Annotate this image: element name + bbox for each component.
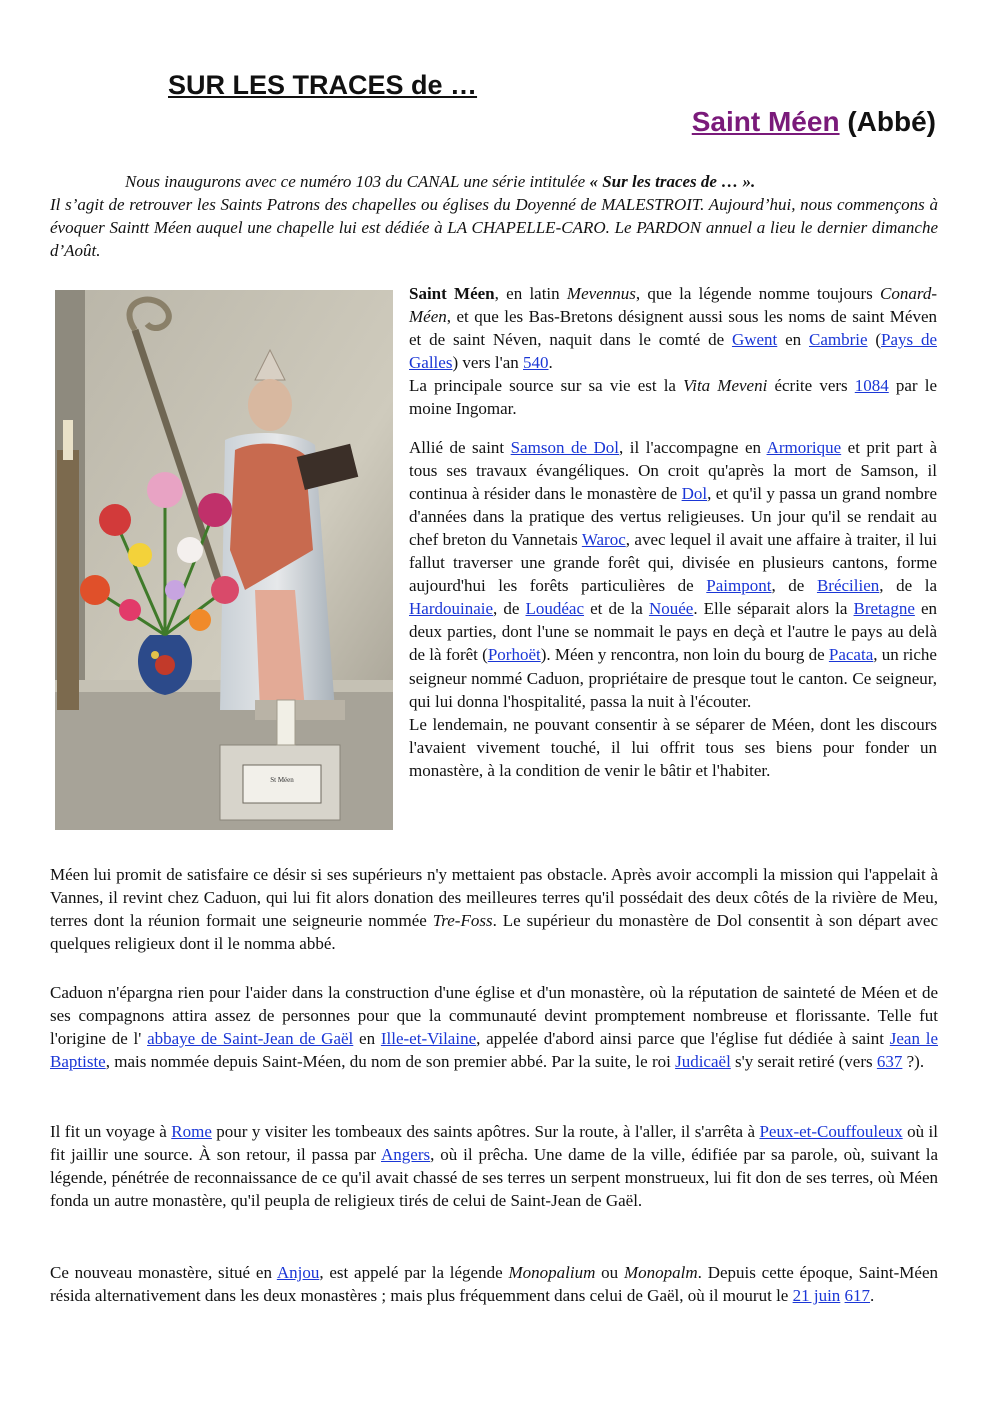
text: s'y serait retiré (vers <box>730 1052 877 1071</box>
text: . Le supérieur du monastère de Dol conse… <box>50 911 938 953</box>
text: , en latin <box>494 284 567 303</box>
link-637[interactable]: 637 <box>876 1052 903 1071</box>
text: . Depuis cette époque, Saint-Méen résida… <box>50 1263 938 1305</box>
paragraph-anjou: Ce nouveau monastère, situé en Anjou, es… <box>50 1261 938 1307</box>
link-pays-de-galles[interactable]: Pays de Galles <box>409 330 937 373</box>
statue-photo: St Méen <box>55 290 393 830</box>
saint-name-bold: Saint Méen <box>409 284 495 303</box>
link-judicael[interactable]: Judicaël <box>675 1052 731 1071</box>
link-samson-de-dol[interactable]: Samson de Dol <box>510 437 620 457</box>
link-paimpont[interactable]: Paimpont <box>706 576 772 596</box>
link-armorique[interactable]: Armorique <box>766 437 842 457</box>
text: ) vers l'an <box>452 353 524 373</box>
text: ?). <box>902 1052 925 1071</box>
link-hardouinaie[interactable]: Hardouinaie <box>409 599 494 619</box>
text: et prit part à tous ses travaux évangéli… <box>409 437 937 503</box>
intro-line-1-text: Nous inaugurons avec ce numéro 103 du CA… <box>125 172 590 191</box>
monopalm: Monopalm <box>623 1263 698 1282</box>
text: . <box>548 353 553 373</box>
text: Il fit un voyage à <box>50 1122 172 1141</box>
paragraph-lendemain: Le lendemain, ne pouvant consentir à se … <box>409 714 937 780</box>
link-peux-et-couffouleux[interactable]: Peux-et-Couffouleux <box>759 1122 903 1141</box>
text: Méen lui promit de satisfaire ce désir s… <box>50 865 938 930</box>
link-porhoet[interactable]: Porhoët <box>487 645 541 665</box>
link-abbaye-saint-jean-de-gael[interactable]: abbaye de Saint-Jean de Gaël <box>147 1029 354 1048</box>
text: où il fit jaillir une source. À son reto… <box>50 1122 938 1164</box>
paragraph-samson: Allié de saint Samson de Dol, il l'accom… <box>409 436 937 713</box>
legend-name: Conard-Méen <box>409 284 938 327</box>
text: , et que les Bas-Bretons désignent aussi… <box>409 307 937 350</box>
text: par le moine Ingomar. <box>409 376 937 419</box>
text: , où il prêcha. Une dame de la ville, éd… <box>50 1145 938 1210</box>
link-dol[interactable]: Dol <box>681 483 708 503</box>
flowers <box>80 472 239 637</box>
text: , de <box>771 576 817 596</box>
paragraph-source: La principale source sur sa vie est la V… <box>409 374 937 420</box>
text: , un riche seigneur nommé Caduon, propri… <box>409 645 937 711</box>
link-617[interactable]: 617 <box>844 1286 871 1305</box>
intro-paragraph: Il s’agit de retrouver les Saints Patron… <box>50 195 938 260</box>
page-title: SUR LES TRACES de … <box>168 70 478 100</box>
subtitle-suffix: (Abbé) <box>839 106 936 137</box>
text: , et qu'il y passa un grand nombre d'ann… <box>409 483 937 549</box>
text: écrite vers <box>767 376 855 396</box>
text: , de la <box>879 576 937 596</box>
text: , que la légende nomme toujours <box>635 284 881 303</box>
latin-name: Mevennus <box>566 284 636 303</box>
intro-series-title: « Sur les traces de … ». <box>589 172 756 191</box>
intro-text: Nous inaugurons avec ce numéro 103 du CA… <box>50 170 938 262</box>
main-column: Saint Méen, en latin Mevennus, que la lé… <box>409 282 937 782</box>
link-jean-le-baptiste[interactable]: Jean le Baptiste <box>50 1029 938 1071</box>
saint-meen-link[interactable]: Saint Méen <box>691 106 840 137</box>
paragraph-donation: Méen lui promit de satisfaire ce désir s… <box>50 863 938 955</box>
text: ( <box>867 330 882 350</box>
link-brecilien[interactable]: Brécilien <box>816 576 880 596</box>
paragraph-origin: Saint Méen, en latin Mevennus, que la lé… <box>409 282 937 374</box>
link-1084[interactable]: 1084 <box>854 376 889 396</box>
text: et de la <box>584 599 649 619</box>
text: Allié de saint <box>409 437 511 457</box>
text: , avec lequel il avait une affaire à tra… <box>409 529 937 596</box>
monopalium: Monopalium <box>508 1263 596 1282</box>
seigneurie-name: Tre-Foss <box>432 911 493 930</box>
link-rome[interactable]: Rome <box>171 1122 212 1141</box>
text: Ce nouveau monastère, situé en <box>50 1263 277 1282</box>
text: ou <box>595 1263 624 1282</box>
text: en <box>777 330 809 350</box>
link-gwent[interactable]: Gwent <box>731 330 778 350</box>
text: . Elle séparait alors la <box>693 599 854 619</box>
text: La principale source sur sa vie est la <box>409 376 684 396</box>
vita-title: Vita Meveni <box>683 376 768 396</box>
text: , est appelé par la légende <box>319 1263 509 1282</box>
page-subtitle: Saint Méen (Abbé) <box>692 106 936 138</box>
link-anjou[interactable]: Anjou <box>276 1263 320 1282</box>
link-bretagne[interactable]: Bretagne <box>853 599 915 619</box>
intro-line-1: Nous inaugurons avec ce numéro 103 du CA… <box>50 170 938 193</box>
text: en deux parties, dont l'une se nommait l… <box>409 599 937 665</box>
text: , il l'accompagne en <box>619 437 767 457</box>
plaque-text: St Méen <box>270 776 294 784</box>
text: , appelée d'abord ainsi parce que l'égli… <box>476 1029 890 1048</box>
link-cambrie[interactable]: Cambrie <box>808 330 868 350</box>
link-pacata[interactable]: Pacata <box>828 645 874 665</box>
link-21-juin[interactable]: 21 juin <box>792 1286 841 1305</box>
text: ). Méen y rencontra, non loin du bourg d… <box>540 645 829 665</box>
text: . <box>870 1286 875 1305</box>
text: pour y visiter les tombeaux des saints a… <box>211 1122 760 1141</box>
link-nouee[interactable]: Nouée <box>648 599 694 619</box>
text: en <box>353 1029 381 1048</box>
text: Caduon n'épargna rien pour l'aider dans … <box>50 983 938 1048</box>
link-angers[interactable]: Angers <box>381 1145 431 1164</box>
link-540[interactable]: 540 <box>523 353 549 373</box>
text: , de <box>493 599 526 619</box>
text: , mais nommée depuis Saint-Méen, du nom … <box>105 1052 676 1071</box>
link-ille-et-vilaine[interactable]: Ille-et-Vilaine <box>380 1029 477 1048</box>
paragraph-abbaye: Caduon n'épargna rien pour l'aider dans … <box>50 981 938 1073</box>
link-loudeac[interactable]: Loudéac <box>525 599 585 619</box>
link-waroc[interactable]: Waroc <box>581 529 626 549</box>
paragraph-voyage: Il fit un voyage à Rome pour y visiter l… <box>50 1120 938 1212</box>
